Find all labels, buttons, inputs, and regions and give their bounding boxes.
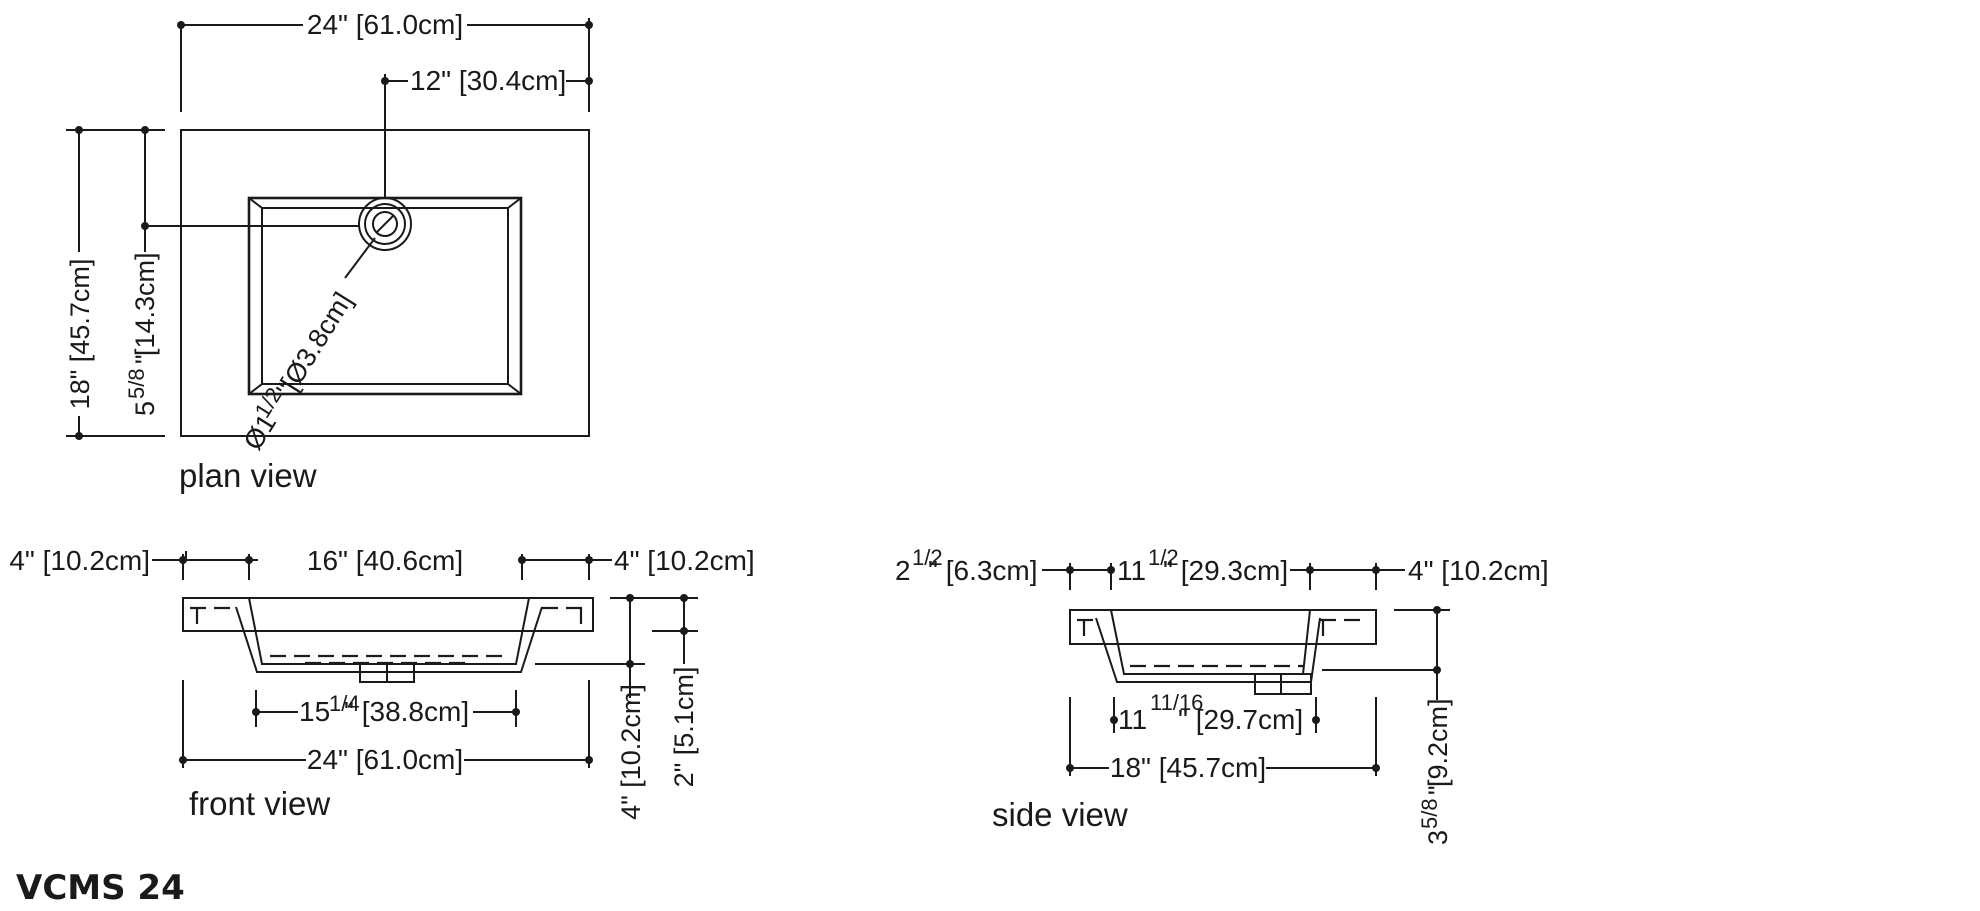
side-view-label: side view: [992, 796, 1128, 833]
plan-drain-diameter-label: Ø1 1/2 " [Ø3.8cm]: [238, 287, 359, 455]
drain-middle-ring: [364, 203, 406, 245]
plan-view-label: plan view: [179, 457, 317, 494]
front-bowl-width-label: 16" [40.6cm]: [307, 545, 463, 576]
svg-text:5/8: 5/8: [124, 368, 149, 399]
front-overall-label: 24" [61.0cm]: [307, 744, 463, 775]
side-bowl-width-label: 11 1/2 " [29.3cm]: [1117, 545, 1288, 586]
side-height-label: 3 5/8 " [9.2cm]: [1417, 698, 1453, 845]
front-bowl-bottom-label: 15 1/4 " [38.8cm]: [299, 691, 469, 727]
svg-text:5: 5: [130, 401, 160, 416]
svg-text:1/2: 1/2: [912, 545, 943, 570]
svg-text:2: 2: [895, 555, 911, 586]
svg-text:1/4: 1/4: [329, 691, 360, 716]
front-countertop-outline: [182, 597, 594, 632]
svg-text:1/2: 1/2: [1148, 545, 1179, 570]
plan-drain-offset-label: 12" [30.4cm]: [410, 65, 566, 96]
svg-text:5/8: 5/8: [1417, 798, 1442, 829]
svg-text:" [38.8cm]: " [38.8cm]: [344, 696, 469, 727]
plan-depth-label: 18" [45.7cm]: [65, 259, 95, 410]
svg-text:": ": [130, 354, 160, 364]
svg-text:3: 3: [1423, 830, 1453, 845]
side-countertop-outline: [1069, 609, 1377, 645]
svg-text:11: 11: [1117, 555, 1146, 586]
svg-text:" [6.3cm]: " [6.3cm]: [928, 555, 1038, 586]
svg-text:11/16: 11/16: [1150, 690, 1203, 715]
svg-text:[Ø3.8cm]: [Ø3.8cm]: [275, 287, 358, 396]
model-title: VCMS 24: [16, 868, 185, 908]
plan-width-label: 24" [61.0cm]: [307, 9, 463, 40]
side-bowl-bottom-label: 11 11/16 " [29.7cm]: [1118, 690, 1303, 735]
svg-text:[14.3cm]: [14.3cm]: [130, 252, 160, 356]
svg-text:" [29.7cm]: " [29.7cm]: [1178, 704, 1303, 735]
plan-view: 24" [61.0cm] 12" [30.4cm] 18" [45.7cm] 5…: [65, 9, 593, 494]
front-right-deck-label: 4" [10.2cm]: [614, 545, 755, 576]
front-view: 4" [10.2cm] 16" [40.6cm] 4" [10.2cm] 15 …: [9, 545, 754, 822]
front-left-deck-label: 4" [10.2cm]: [9, 545, 150, 576]
front-depth-label: 4" [10.2cm]: [616, 684, 646, 820]
svg-text:": ": [1423, 785, 1453, 795]
svg-text:15: 15: [299, 696, 330, 727]
side-drain-tailpiece: [1254, 673, 1312, 695]
side-view: 2 1/2 " [6.3cm] 11 1/2 " [29.3cm] 4" [10…: [895, 545, 1549, 845]
side-overall-label: 18" [45.7cm]: [1110, 752, 1266, 783]
plan-drain-setback-label: 5 5/8 " [14.3cm]: [124, 252, 160, 416]
svg-text:11: 11: [1118, 704, 1147, 735]
front-rim-label: 2" [5.1cm]: [669, 667, 699, 788]
svg-text:[9.2cm]: [9.2cm]: [1423, 698, 1453, 787]
plan-bowl-inner: [261, 207, 509, 385]
svg-text:" [29.3cm]: " [29.3cm]: [1163, 555, 1288, 586]
front-view-label: front view: [189, 785, 330, 822]
side-front-deck-label: 2 1/2 " [6.3cm]: [895, 545, 1038, 586]
drain-inner-ring: [372, 211, 398, 237]
side-bowl-outline: [1110, 609, 1311, 675]
side-back-deck-label: 4" [10.2cm]: [1408, 555, 1549, 586]
